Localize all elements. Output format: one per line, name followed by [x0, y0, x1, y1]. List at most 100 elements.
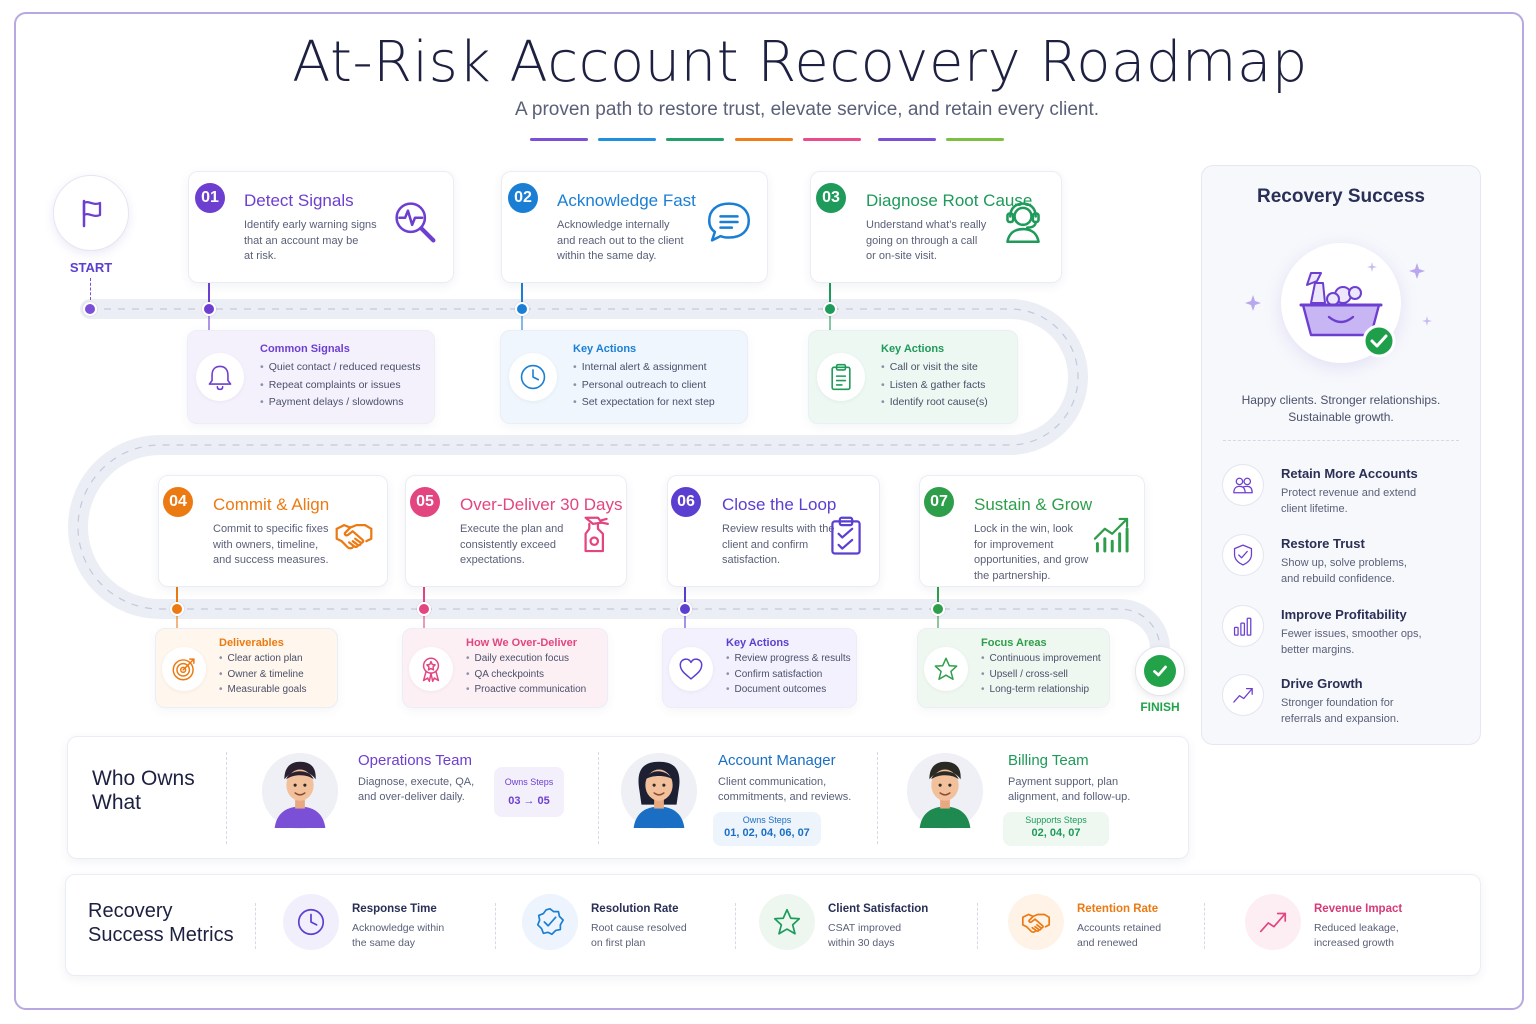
account-manager-avatar-wrap: [620, 749, 698, 838]
metric-separator: [255, 903, 256, 949]
star-icon: [773, 908, 801, 935]
start-label: START: [69, 260, 113, 275]
chip-label: Supports Steps: [1025, 815, 1087, 825]
page-frame: [14, 12, 1524, 1010]
step-dot: [931, 602, 945, 616]
step-detail-card: Focus AreasContinuous improvementUpsell …: [917, 628, 1110, 708]
owners-separator: [598, 752, 599, 844]
benefit-icon-circle: [1222, 534, 1264, 576]
success-illustration: [1281, 243, 1401, 363]
flag-icon: [82, 199, 102, 228]
detail-item: Measurable goals: [219, 682, 307, 698]
detail-item: QA checkpoints: [466, 667, 586, 683]
success-divider: [1223, 440, 1459, 441]
detail-connector: [521, 315, 523, 330]
metric-title: Client Satisfaction: [828, 903, 929, 915]
owner-name: Operations Team: [358, 752, 472, 769]
spray-bottle-icon: [584, 516, 609, 553]
detail-title: Common Signals: [260, 343, 350, 355]
trend-up-icon: [1233, 688, 1253, 703]
step-title: Detect Signals: [244, 191, 354, 210]
finish-label: FINISH: [1140, 700, 1180, 714]
operations-avatar-wrap: [261, 749, 339, 838]
check-icon: [1153, 665, 1167, 677]
page-title: At-Risk Account Recovery Roadmap: [292, 30, 1308, 95]
step-dot: [823, 302, 837, 316]
detail-item: Call or visit the site: [881, 359, 988, 377]
metric-description: Reduced leakage,increased growth: [1314, 922, 1399, 949]
account-manager-avatar: [620, 752, 698, 830]
bell-icon: [208, 365, 232, 391]
divider-segment: [878, 138, 936, 141]
metric-title: Revenue Impact: [1314, 903, 1403, 915]
benefit-title: Improve Profitability: [1281, 607, 1407, 622]
clipboard-icon: [831, 363, 851, 391]
star-icon: [934, 657, 958, 681]
detail-item: Personal outreach to client: [573, 377, 715, 395]
metric-icon-circle: [759, 894, 815, 950]
benefit-title: Retain More Accounts: [1281, 466, 1418, 481]
metric-title: Resolution Rate: [591, 903, 679, 915]
detail-icon-circle: [409, 647, 453, 691]
step-dot: [202, 302, 216, 316]
operations-avatar: [261, 752, 339, 830]
clock-icon: [520, 364, 546, 390]
step-title: Sustain & Grow: [974, 495, 1093, 514]
detail-connector: [423, 615, 425, 628]
detail-icon-circle: [669, 647, 713, 691]
owners-separator: [226, 752, 227, 844]
chip-label: Owns Steps: [742, 815, 792, 825]
owner-name: Account Manager: [718, 752, 836, 769]
metric-separator: [495, 903, 496, 949]
metric-icon-circle: [1245, 894, 1301, 950]
step-detail-card: DeliverablesClear action planOwner & tim…: [155, 628, 338, 708]
detail-connector: [176, 615, 178, 628]
divider-segment: [735, 138, 793, 141]
detail-item: Document outcomes: [726, 682, 851, 698]
step-dot: [417, 602, 431, 616]
trend-up-icon: [1259, 912, 1287, 933]
start-dot: [83, 302, 97, 316]
headset-agent-icon: [1006, 202, 1040, 244]
detail-icon-circle: [509, 353, 557, 401]
benefit-icon-circle: [1222, 674, 1264, 716]
step-detail-card: Key ActionsReview progress & resultsConf…: [662, 628, 857, 708]
detail-title: Deliverables: [219, 637, 284, 649]
shield-check-icon: [1233, 544, 1253, 566]
benefit-icon-circle: [1222, 605, 1264, 647]
metric-title: Retention Rate: [1077, 903, 1159, 915]
handshake-icon: [1021, 913, 1051, 933]
detail-item: Continuous improvement: [981, 651, 1101, 667]
step-number-badge: 06: [671, 487, 701, 517]
detail-item: Identify root cause(s): [881, 394, 988, 412]
detail-item: Set expectation for next step: [573, 394, 715, 412]
detail-item: Owner & timeline: [219, 667, 306, 683]
divider-segment: [946, 138, 1004, 141]
metric-icon-circle: [1008, 894, 1064, 950]
detail-item: Daily execution focus: [466, 651, 586, 667]
detail-item: Proactive communication: [466, 682, 587, 698]
detail-icon-circle: [196, 353, 244, 401]
metric-separator: [735, 903, 736, 949]
step-detail-card: How We Over-DeliverDaily execution focus…: [402, 628, 608, 708]
detail-item: Long-term relationship: [981, 682, 1101, 698]
detail-item: Payment delays / slowdowns: [260, 394, 420, 412]
detail-icon-circle: [924, 647, 968, 691]
magnifier-pulse-icon: [395, 202, 436, 243]
